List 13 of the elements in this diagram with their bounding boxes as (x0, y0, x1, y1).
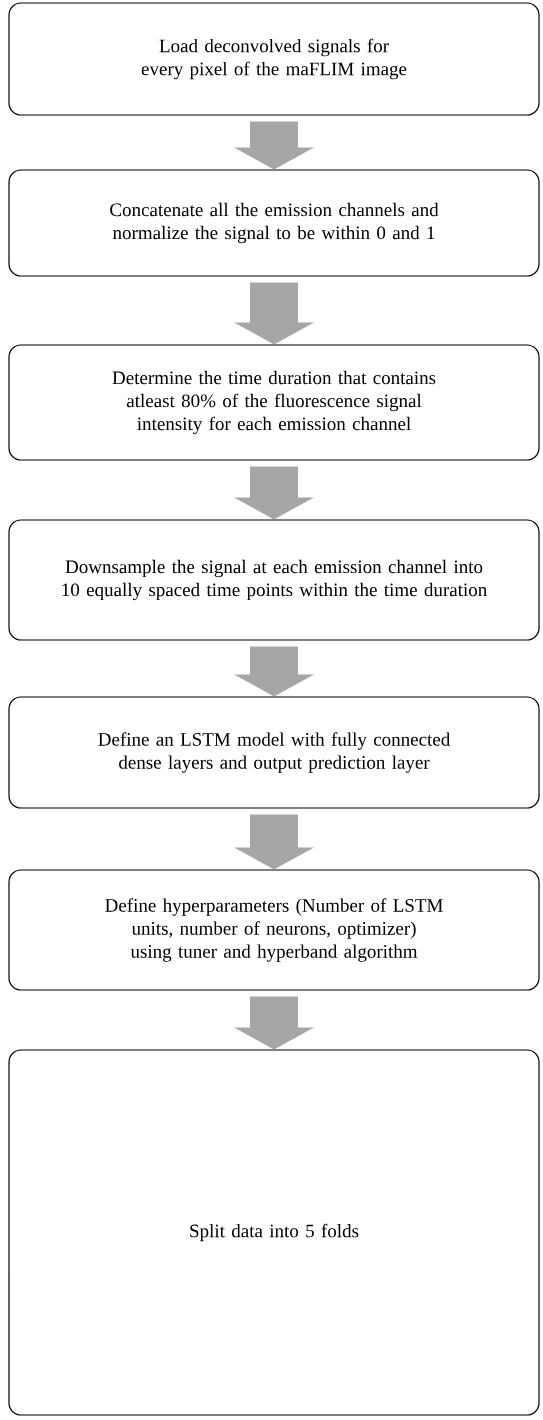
arrow (234, 466, 314, 520)
process-box: Load deconvolved signals for every pixel of the maFLIM image (8, 2, 540, 116)
process-box: Split data into 5 folds (8, 1049, 540, 1416)
arrow (234, 121, 314, 170)
process-box: Determine the time duration that contains atleast 80% of the fluorescence signal intensity for each emission channel (8, 344, 540, 461)
arrow (234, 646, 314, 697)
process-box: Define an LSTM model with fully connected dense layers and output prediction layer (8, 696, 540, 809)
arrow (234, 282, 314, 345)
process-box: Downsample the signal at each emission channel into 10 equally spaced time points within the time duration (8, 519, 540, 641)
process-box: Concatenate all the emission channels and normalize the signal to be within 0 and 1 (8, 169, 540, 277)
process-box: Define hyperparameters (Number of LSTM units, number of neurons, optimizer) using tuner and hyperband algorithm (8, 869, 540, 991)
arrow (234, 814, 314, 870)
arrow (234, 996, 314, 1050)
